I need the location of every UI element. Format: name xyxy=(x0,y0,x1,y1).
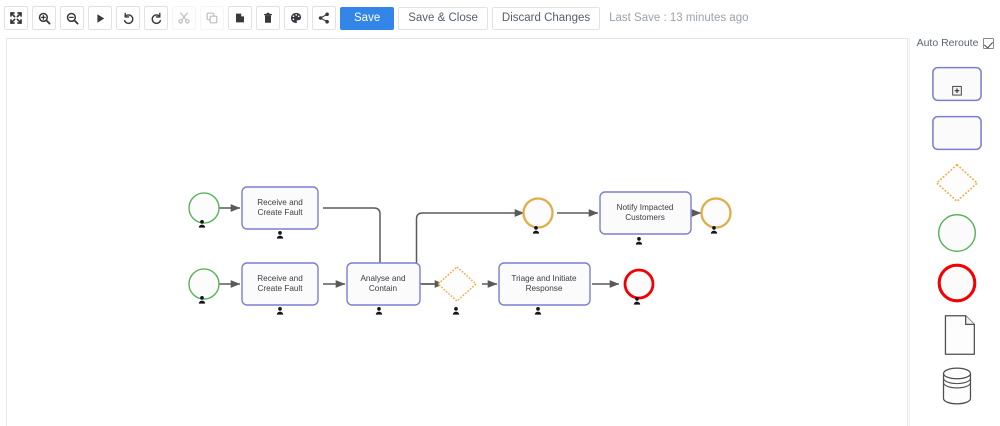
palette-item-gateway[interactable] xyxy=(931,163,983,203)
start-event-2 xyxy=(188,268,220,304)
task-notify-impacted-customers: Notify Impacted Customers xyxy=(599,191,692,245)
intermediate-event-1 xyxy=(522,197,554,234)
intermediate-event-2 xyxy=(700,197,732,234)
svg-text:Notify Impacted: Notify Impacted xyxy=(617,203,674,212)
task-triage-and-initiate-response: Triage and Initiate Response xyxy=(498,262,591,315)
toolbar: Save Save & Close Discard Changes Last S… xyxy=(0,0,1000,36)
play-icon[interactable] xyxy=(88,6,112,30)
svg-text:Create Fault: Create Fault xyxy=(257,284,303,293)
svg-text:Analyse and: Analyse and xyxy=(360,274,406,283)
svg-text:Response: Response xyxy=(526,284,563,293)
palette-item-subprocess[interactable] xyxy=(931,64,983,104)
svg-text:Contain: Contain xyxy=(369,284,398,293)
svg-text:Receive and: Receive and xyxy=(257,198,303,207)
svg-text:Create Fault: Create Fault xyxy=(257,208,303,217)
palette-icon[interactable] xyxy=(284,6,308,30)
delete-icon[interactable] xyxy=(256,6,280,30)
save-and-close-button[interactable]: Save & Close xyxy=(398,6,488,30)
diagram-canvas[interactable]: Receive and Create Fault Receive and Cre… xyxy=(6,38,908,426)
palette-item-start-event[interactable] xyxy=(931,213,983,253)
svg-text:Customers: Customers xyxy=(625,213,665,222)
svg-text:Triage and Initiate: Triage and Initiate xyxy=(511,274,577,283)
end-event-1 xyxy=(623,268,655,305)
shape-palette: Auto Reroute xyxy=(909,37,1000,426)
auto-reroute-checkbox[interactable] xyxy=(983,37,995,49)
zoom-in-icon[interactable] xyxy=(32,6,56,30)
palette-item-document[interactable] xyxy=(931,315,983,355)
zoom-out-icon[interactable] xyxy=(60,6,84,30)
task-analyse-and-contain: Analyse and Contain xyxy=(346,262,421,315)
task-receive-create-fault-2: Receive and Create Fault xyxy=(241,262,319,315)
fullscreen-icon[interactable] xyxy=(4,6,28,30)
start-event-1 xyxy=(188,192,220,228)
undo-icon[interactable] xyxy=(116,6,140,30)
save-button[interactable]: Save xyxy=(340,6,395,30)
discard-changes-button[interactable]: Discard Changes xyxy=(491,6,601,30)
task-receive-create-fault-1: Receive and Create Fault xyxy=(241,186,319,239)
palette-item-task[interactable] xyxy=(931,113,983,153)
share-icon[interactable] xyxy=(312,6,336,30)
svg-text:Receive and: Receive and xyxy=(257,274,303,283)
palette-item-end-event[interactable] xyxy=(931,263,983,303)
redo-icon[interactable] xyxy=(144,6,168,30)
edge-task1-task3 xyxy=(323,207,384,277)
palette-item-datastore[interactable] xyxy=(931,366,983,406)
last-save-status: Last Save : 13 minutes ago xyxy=(609,12,749,24)
auto-reroute-label: Auto Reroute xyxy=(916,37,979,49)
paste-icon[interactable] xyxy=(228,6,252,30)
cut-icon xyxy=(172,6,196,30)
gateway-1 xyxy=(436,265,478,315)
copy-icon xyxy=(200,6,224,30)
auto-reroute-control[interactable]: Auto Reroute xyxy=(910,37,1000,49)
